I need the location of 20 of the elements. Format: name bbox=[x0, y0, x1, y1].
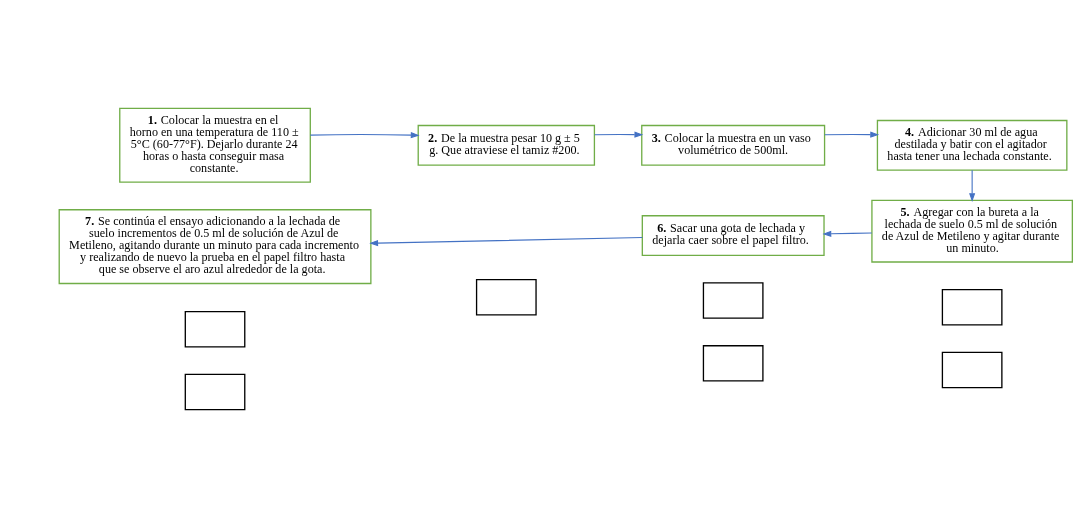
node-box bbox=[475, 278, 537, 316]
arrow bbox=[969, 169, 976, 202]
node-box bbox=[702, 281, 764, 319]
node-box bbox=[184, 310, 246, 347]
node-box bbox=[941, 351, 1003, 388]
node-box bbox=[941, 288, 1003, 325]
arrow bbox=[822, 230, 873, 237]
node-box: 2. De la muestra pesar 10 g ± 5 g. Que atraviese el tamiz #200. bbox=[417, 124, 596, 166]
arrow bbox=[309, 131, 420, 138]
arrow bbox=[369, 236, 643, 246]
arrow bbox=[594, 131, 644, 138]
node-box bbox=[184, 373, 246, 410]
node-box bbox=[702, 344, 764, 382]
node-box: 3. Colocar la muestra en un vaso volumétrico de 500ml. bbox=[641, 124, 826, 166]
node-box: 1. Colocar la muestra en el horno en una temperatura de 110 ± 5°C (60-77°F). Dejarlo durante 24 horas o hasta conseguir masa constante. bbox=[119, 107, 311, 183]
arrow bbox=[824, 131, 880, 138]
node-box: 7. Se continúa el ensayo adicionando a la lechada de suelo incrementos de 0.5 ml de solución de Azul de Metileno, agitando durante un minuto para cada incremento y realizando de nuevo la prueba en el papel filtro hasta que se observe el aro azul alrededor de la gota. bbox=[58, 208, 372, 284]
node-box: 6. Sacar una gota de lechada y dejarla caer sobre el papel filtro. bbox=[641, 214, 825, 256]
node-box: 4. Adicionar 30 ml de agua destilada y batir con el agitador hasta tener una lechada constante. bbox=[876, 119, 1068, 171]
node-box: 5. Agregar con la bureta a la lechada de suelo 0.5 ml de solución de Azul de Metileno y agitar durante un minuto. bbox=[871, 199, 1073, 263]
